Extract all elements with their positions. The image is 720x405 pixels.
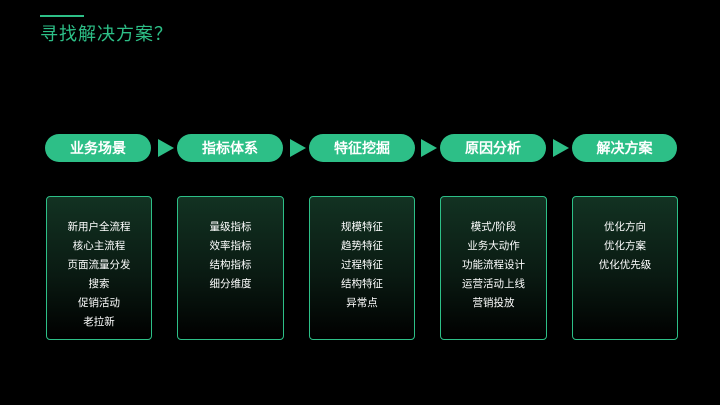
card-item: 优化方案 bbox=[604, 240, 646, 252]
step-pill-5: 解决方案 bbox=[572, 134, 677, 162]
card-item: 异常点 bbox=[346, 297, 378, 309]
card-item: 促销活动 bbox=[78, 297, 120, 309]
card-item: 优化优先级 bbox=[598, 259, 652, 271]
card-item: 营销投放 bbox=[472, 297, 515, 309]
arrow-icon bbox=[158, 139, 174, 157]
arrow-icon bbox=[290, 139, 306, 157]
card-item: 模式/阶段 bbox=[470, 221, 517, 233]
card-item: 趋势特征 bbox=[341, 240, 383, 252]
step-pill-1: 业务场景 bbox=[45, 134, 151, 162]
step-card-5: 优化方向 优化方案 优化优先级 bbox=[572, 196, 678, 340]
card-item: 搜索 bbox=[88, 278, 110, 290]
card-item: 运营活动上线 bbox=[462, 278, 525, 290]
card-item: 规模特征 bbox=[341, 221, 383, 233]
card-item: 效率指标 bbox=[209, 240, 252, 252]
step-card-2: 量级指标 效率指标 结构指标 细分维度 bbox=[177, 196, 284, 340]
step-card-3: 规模特征 趋势特征 过程特征 结构特征 异常点 bbox=[309, 196, 415, 340]
card-item: 细分维度 bbox=[209, 278, 252, 290]
card-item: 结构特征 bbox=[341, 278, 383, 290]
step-card-1: 新用户全流程 核心主流程 页面流量分发 搜索 促销活动 老拉新 bbox=[46, 196, 152, 340]
card-item: 量级指标 bbox=[209, 221, 252, 233]
card-item: 优化方向 bbox=[604, 221, 646, 233]
card-item: 结构指标 bbox=[209, 259, 252, 271]
card-item: 老拉新 bbox=[83, 316, 115, 328]
step-pill-4: 原因分析 bbox=[440, 134, 546, 162]
step-card-4: 模式/阶段 业务大动作 功能流程设计 运营活动上线 营销投放 bbox=[440, 196, 547, 340]
card-item: 核心主流程 bbox=[72, 240, 126, 252]
card-item: 新用户全流程 bbox=[67, 221, 131, 233]
card-item: 过程特征 bbox=[341, 259, 383, 271]
card-item: 页面流量分发 bbox=[67, 259, 131, 271]
title-accent-line bbox=[40, 15, 84, 17]
step-pill-2: 指标体系 bbox=[177, 134, 283, 162]
arrow-icon bbox=[553, 139, 569, 157]
page-title: 寻找解决方案？ bbox=[40, 24, 173, 45]
card-item: 功能流程设计 bbox=[462, 259, 525, 271]
step-pill-3: 特征挖掘 bbox=[309, 134, 415, 162]
arrow-icon bbox=[421, 139, 437, 157]
card-item: 业务大动作 bbox=[467, 240, 520, 252]
